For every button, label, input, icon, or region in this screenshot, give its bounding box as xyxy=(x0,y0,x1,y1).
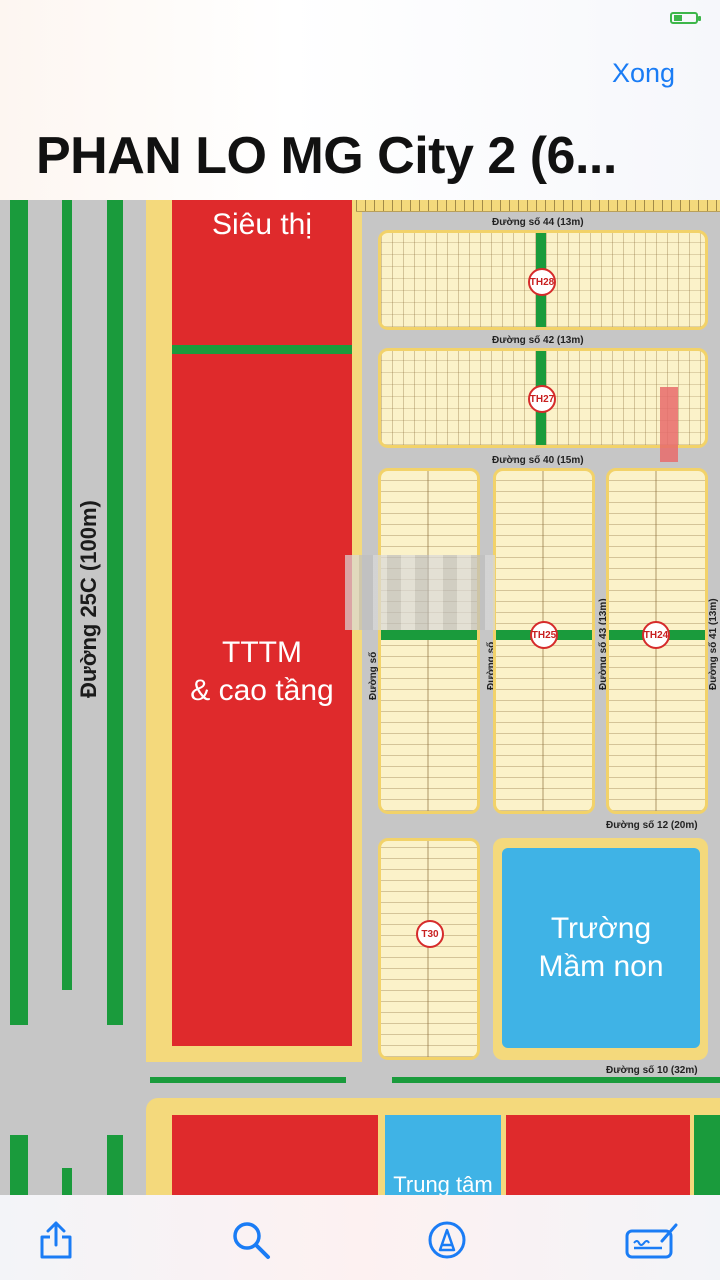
search-icon xyxy=(233,1222,270,1259)
blurred-area xyxy=(345,555,495,630)
zone-commercial-bottom-right xyxy=(506,1115,690,1195)
zone-commercial xyxy=(172,200,352,1046)
road-label-25c: Đường 25C (100m) xyxy=(76,500,101,698)
share-button[interactable] xyxy=(35,1219,77,1261)
share-icon xyxy=(40,1221,72,1259)
green-median xyxy=(62,1168,72,1195)
markup-pen-icon xyxy=(428,1221,466,1259)
road-label-12: Đường số 12 (20m) xyxy=(606,820,698,831)
green-median xyxy=(10,1135,28,1195)
battery-icon xyxy=(670,12,701,24)
bottom-toolbar xyxy=(0,1195,720,1280)
green-median xyxy=(392,1077,720,1083)
block-badge-th25: TH25 xyxy=(530,621,558,649)
zone-label-supermarket: Siêu thị xyxy=(211,208,313,241)
road-label-42: Đường số 42 (13m) xyxy=(492,335,584,346)
green-median xyxy=(62,200,72,990)
zone-commercial-bottom xyxy=(172,1115,378,1195)
road-label-41: Đường số 41 (13m) xyxy=(708,598,719,690)
block-badge-th28: TH28 xyxy=(528,268,556,296)
signature-icon xyxy=(625,1223,678,1259)
done-button[interactable]: Xong xyxy=(612,58,676,88)
highlight-mark xyxy=(660,387,678,462)
lot-block-t30[interactable] xyxy=(378,838,480,1060)
document-title: PHAN LO MG City 2 (6... xyxy=(36,127,617,185)
block-badge-th24: TH24 xyxy=(642,621,670,649)
block-badge-t30: T30 xyxy=(416,920,444,948)
lot-number-strip xyxy=(356,200,720,212)
road-label-10: Đường số 10 (32m) xyxy=(606,1065,698,1076)
green-median xyxy=(150,1077,346,1083)
zone-center xyxy=(385,1115,501,1195)
search-button[interactable] xyxy=(230,1219,272,1261)
top-bar: Xong PHAN LO MG City 2 (6... xyxy=(0,0,720,200)
road-label-44: Đường số 44 (13m) xyxy=(492,217,584,228)
block-divider xyxy=(381,630,477,640)
markup-button[interactable] xyxy=(426,1219,468,1261)
green-median xyxy=(694,1115,720,1195)
green-divider xyxy=(172,345,352,354)
signature-button[interactable] xyxy=(624,1219,680,1261)
map-image[interactable]: Đường 25C (100m) Siêu thị TTTM & cao tần… xyxy=(0,200,720,1195)
green-median xyxy=(10,200,28,1025)
zone-label-center: Trung tâm xyxy=(393,1172,493,1195)
green-median xyxy=(107,1135,123,1195)
zone-kindergarten xyxy=(502,848,700,1048)
zone-label-mall: TTTM & cao tầng xyxy=(190,636,334,707)
lot-block-left[interactable] xyxy=(378,468,480,814)
block-badge-th27: TH27 xyxy=(528,385,556,413)
road-label-40: Đường số 40 (15m) xyxy=(492,455,584,466)
green-median xyxy=(107,200,123,1025)
zone-label-kindergarten: Trường Mầm non xyxy=(538,912,664,983)
